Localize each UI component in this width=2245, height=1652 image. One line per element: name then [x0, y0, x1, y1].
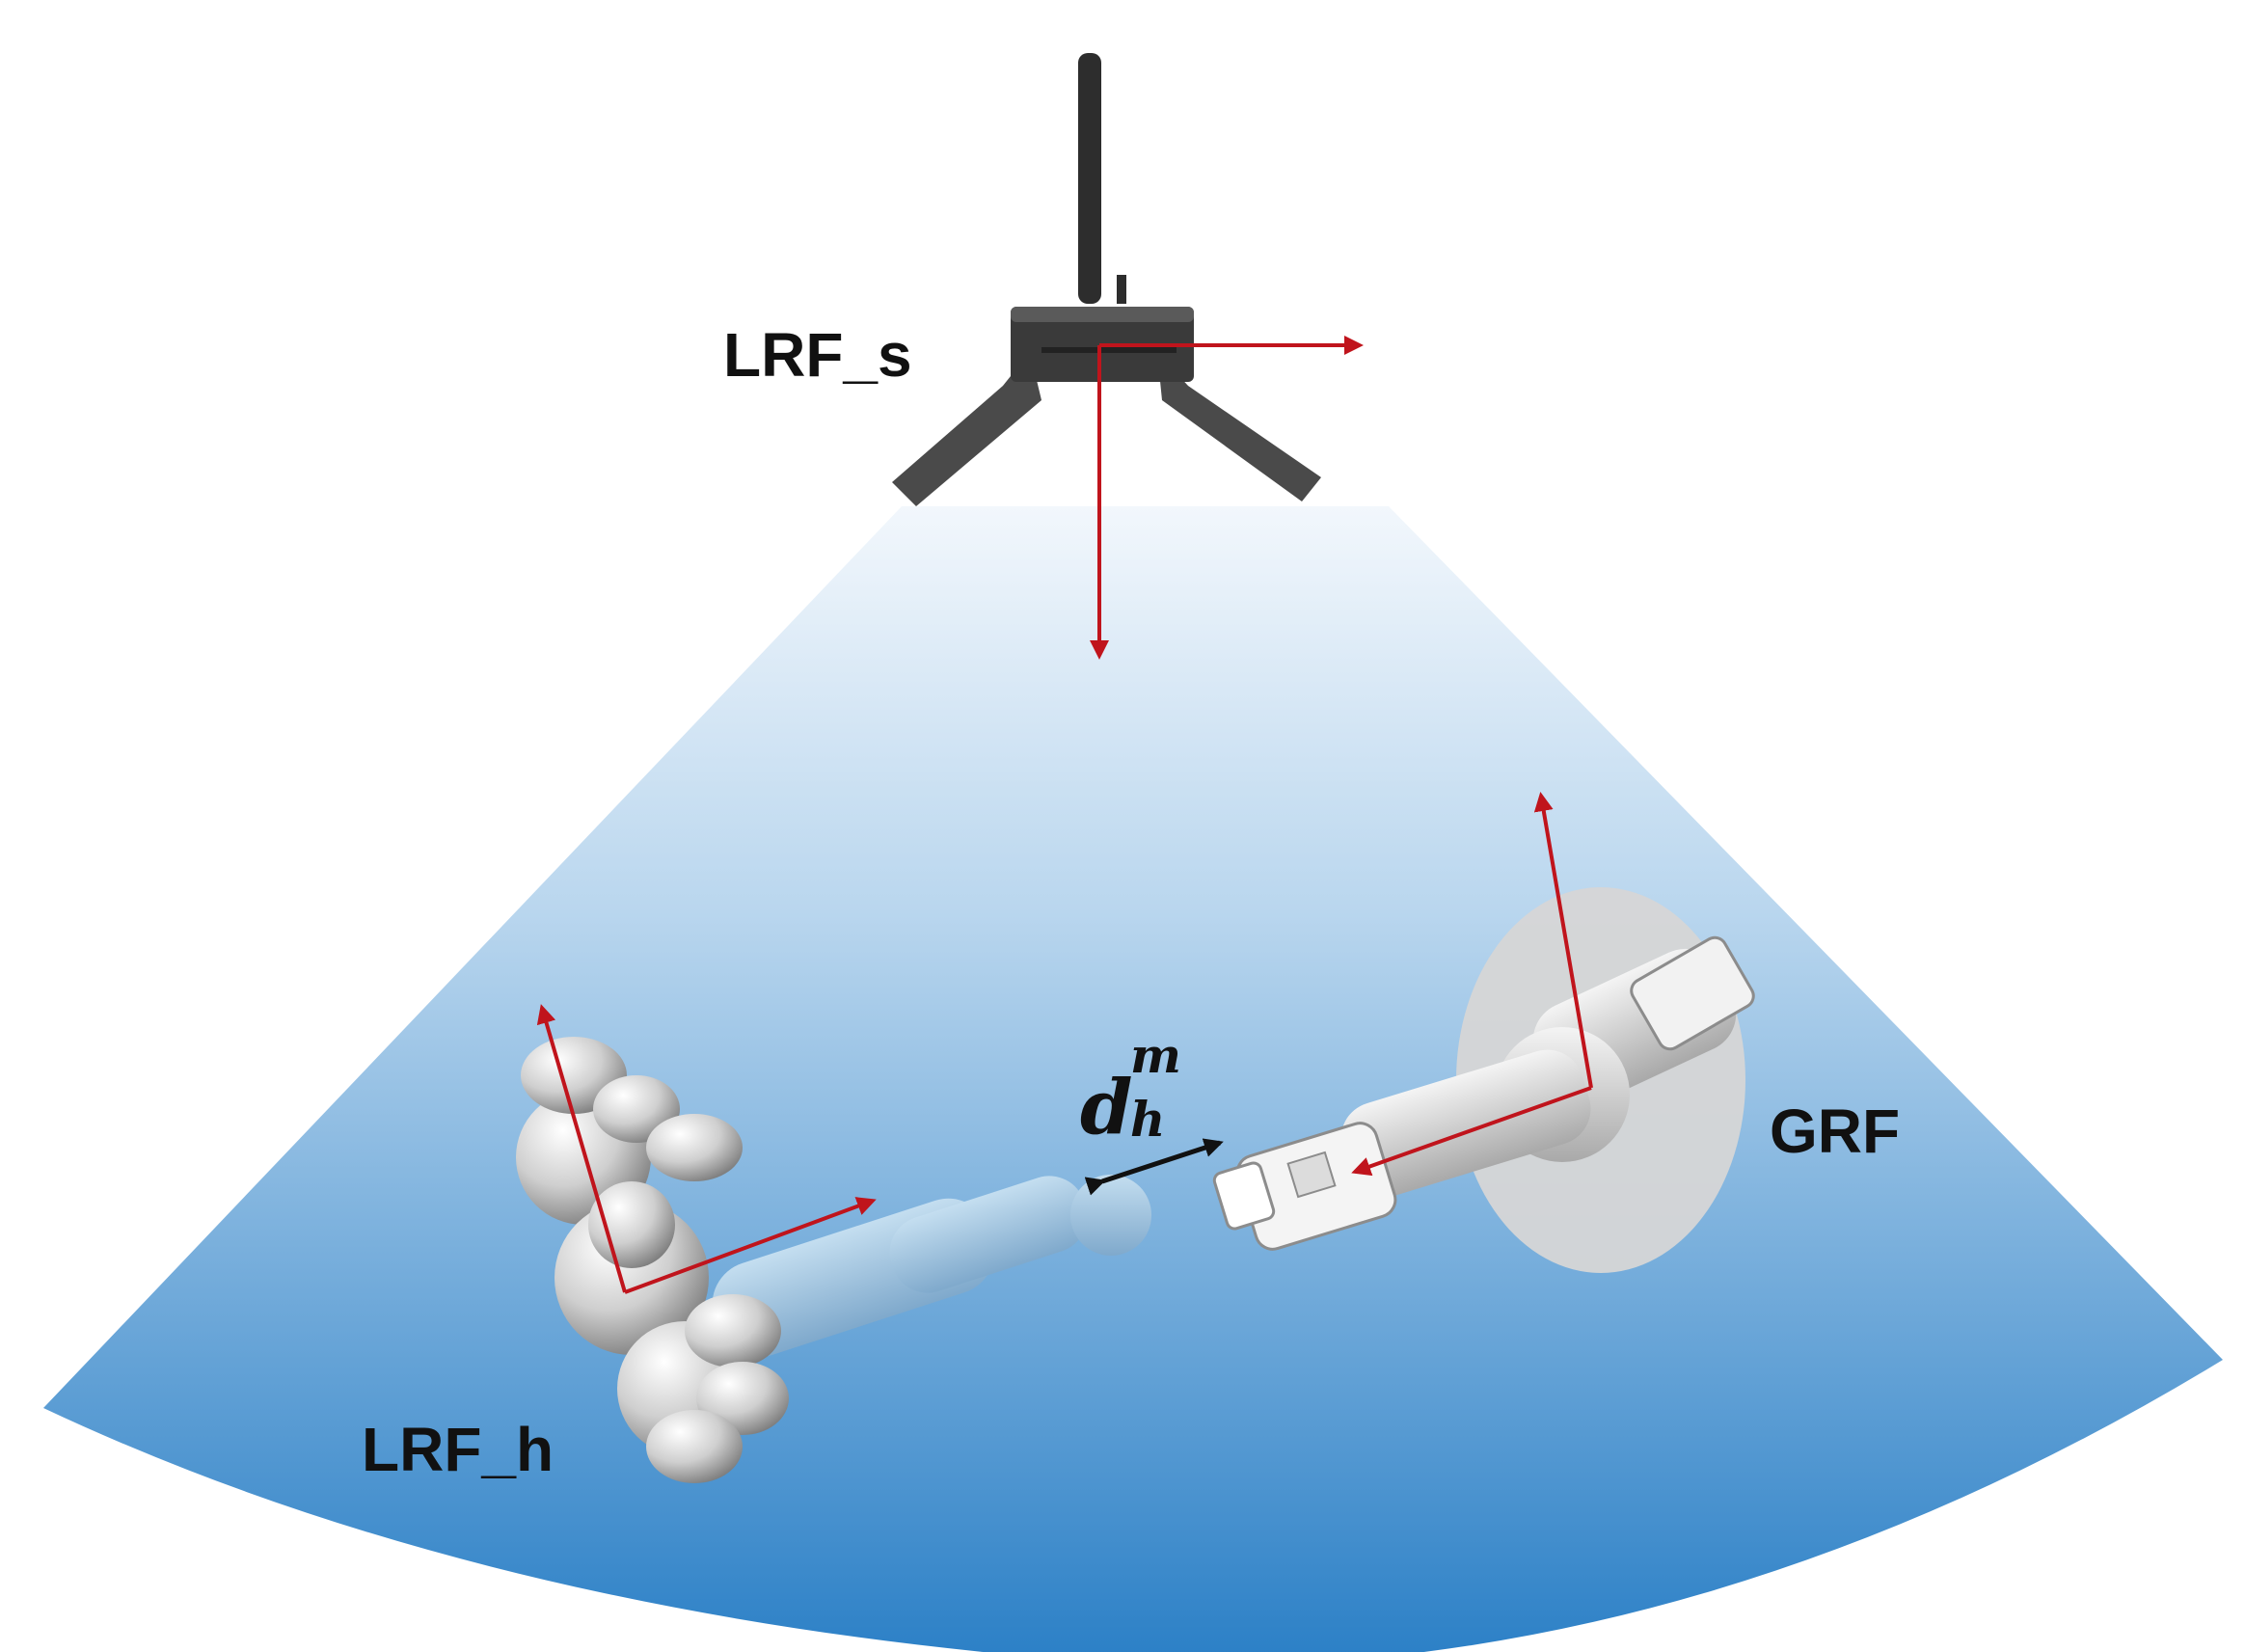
robot-x-axis-arrow [1351, 1086, 1592, 1177]
distance-symbol: d m h [1080, 1027, 1181, 1151]
human-frame-label: LRF_h [362, 1415, 554, 1484]
human-x-axis-arrow [624, 1197, 877, 1294]
human-y-axis-arrow [536, 1004, 627, 1293]
distance-symbol-base: d [1080, 1064, 1133, 1151]
distance-symbol-sup: m [1130, 1027, 1181, 1084]
laser-scanner-icon [892, 53, 1321, 506]
robot-arm-icon [1212, 887, 1755, 1273]
scan-field [43, 506, 2223, 1652]
robot-frame-label: GRF [1770, 1097, 1900, 1166]
sensor-frame-label: LRF_s [723, 320, 912, 390]
distance-arrow [1084, 1138, 1224, 1196]
distance-symbol-sub: h [1130, 1091, 1165, 1148]
robot-y-axis-arrow [1533, 792, 1593, 1089]
human-mannequin-icon [516, 1037, 1151, 1483]
